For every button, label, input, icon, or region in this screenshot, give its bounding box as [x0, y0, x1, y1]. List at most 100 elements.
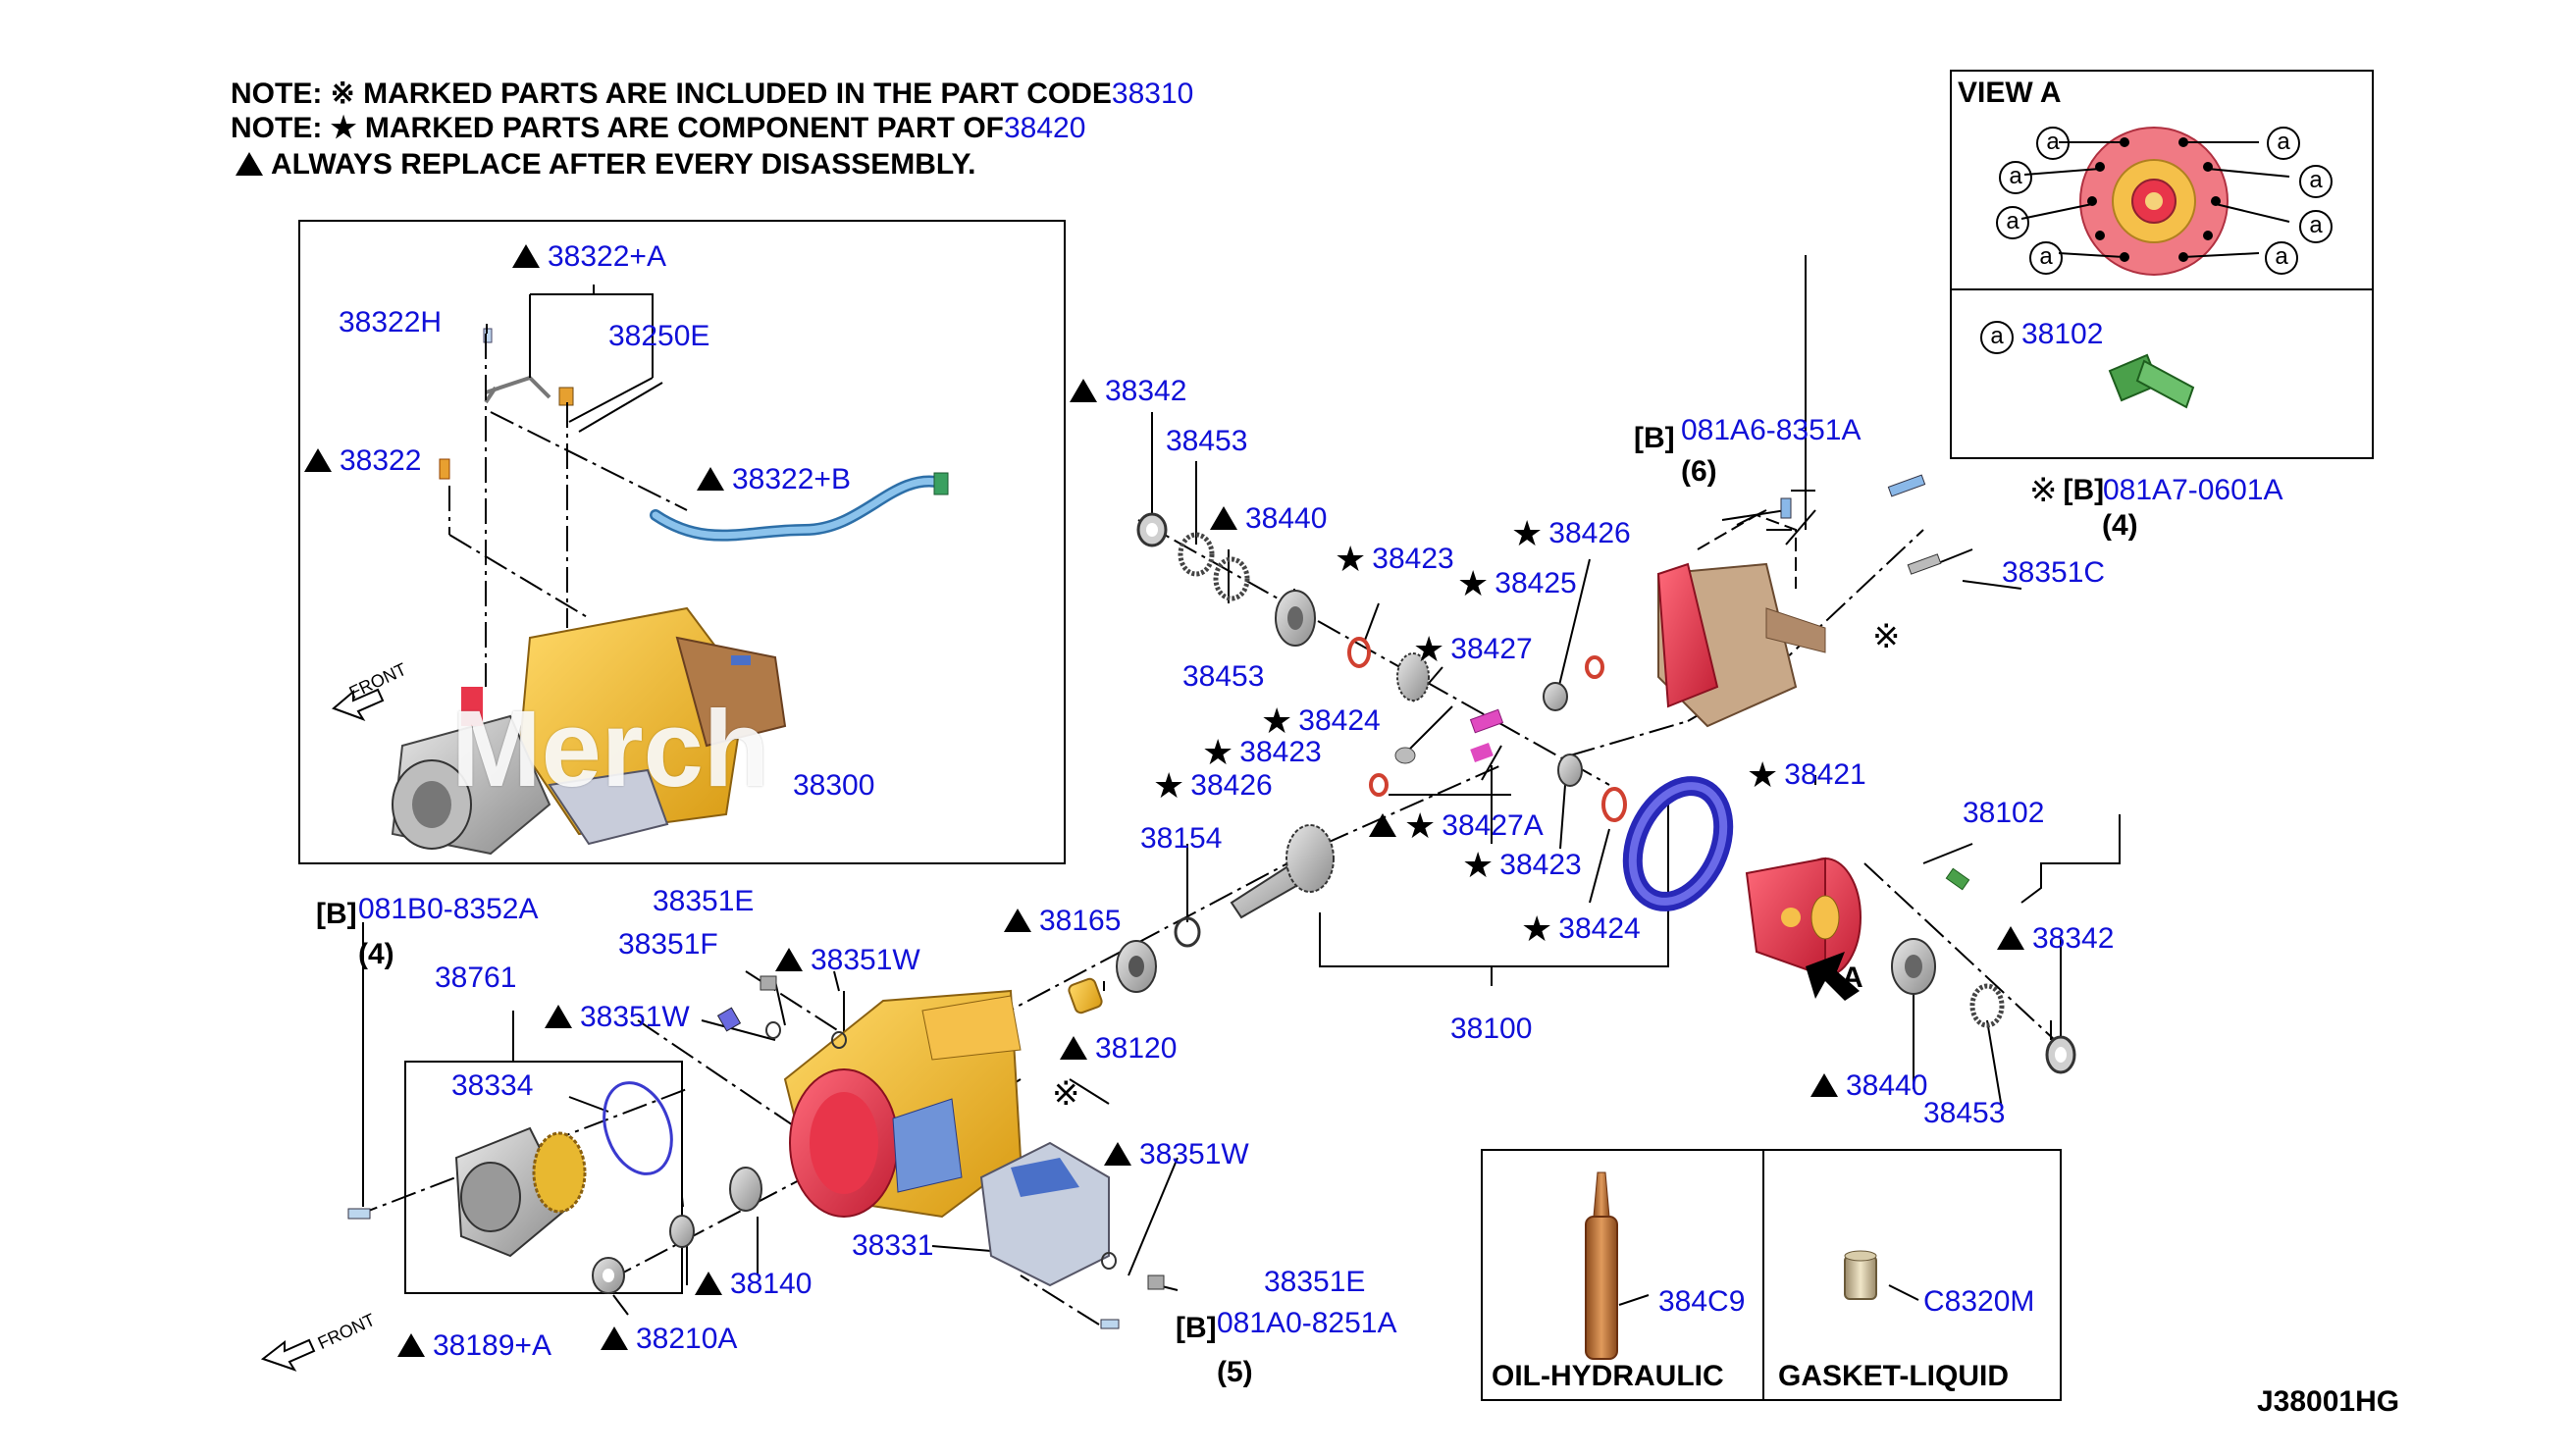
seal-38189A: [592, 1257, 625, 1294]
label-38351W-upper[interactable]: 38351W: [775, 944, 920, 977]
shim-38453-upper-a: [1178, 532, 1215, 577]
label-38342-upper[interactable]: 38342: [1070, 375, 1186, 408]
label-081B0-bracket: [B]: [316, 898, 357, 930]
view-a-pointer-label: A: [1842, 962, 1863, 994]
label-38425[interactable]: ★38425: [1457, 563, 1577, 603]
label-38421[interactable]: ★38421: [1747, 754, 1866, 795]
label-081A7-bracket: ※[B]: [2029, 472, 2105, 509]
label-C8320M[interactable]: C8320M: [1923, 1285, 2035, 1318]
label-38351W-lower[interactable]: 38351W: [1104, 1138, 1249, 1171]
label-38322[interactable]: 38322: [304, 444, 421, 478]
view-a-legend-ref: a: [1980, 319, 2014, 354]
watermark: Merch: [451, 689, 769, 809]
bearing-38440-upper: [1275, 590, 1316, 647]
label-38427[interactable]: ★38427: [1413, 629, 1533, 669]
label-38440-lower[interactable]: 38440: [1810, 1069, 1927, 1103]
label-38210A[interactable]: 38210A: [601, 1323, 737, 1356]
view-a-ref-2: a: [2267, 125, 2300, 160]
note-line-3: ALWAYS REPLACE AFTER EVERY DISASSEMBLY.: [236, 147, 976, 182]
view-a-title: VIEW A: [1958, 77, 2062, 109]
label-38334[interactable]: 38334: [451, 1069, 534, 1102]
shaft-38427: [1469, 708, 1504, 734]
note-1-code[interactable]: 38310: [1111, 78, 1194, 110]
view-a-box: [1950, 70, 2374, 459]
label-38351C[interactable]: 38351C: [2002, 556, 2106, 589]
label-38140[interactable]: 38140: [695, 1268, 812, 1301]
label-38423-upper[interactable]: ★38423: [1335, 539, 1454, 579]
plug-38351F: [716, 1007, 742, 1032]
label-38453-upper-b[interactable]: 38453: [1182, 660, 1265, 693]
bolt-081B0: [347, 1208, 371, 1220]
label-081A6[interactable]: 081A6-8351A: [1681, 414, 1862, 446]
label-38351E-upper[interactable]: 38351E: [653, 885, 755, 917]
gasket-38351W-b: [831, 1031, 847, 1049]
label-384C9[interactable]: 384C9: [1658, 1285, 1746, 1318]
label-38423-mid[interactable]: ★38423: [1202, 732, 1322, 772]
stud-38351C: [1907, 553, 1942, 575]
oring-38334: [603, 1081, 673, 1175]
label-38424-upper[interactable]: ★38424: [1261, 701, 1381, 741]
gear-38423-upper: [1396, 652, 1430, 702]
label-38427A[interactable]: ★38427A: [1369, 808, 1544, 844]
qty-4-lower: (4): [358, 938, 394, 970]
label-38761[interactable]: 38761: [435, 962, 517, 994]
label-38322A[interactable]: 38322+A: [512, 240, 666, 274]
label-38453-upper-a[interactable]: 38453: [1166, 425, 1248, 457]
view-a-legend-part[interactable]: 38102: [2021, 318, 2104, 350]
label-081A0[interactable]: 081A0-8251A: [1217, 1307, 1397, 1339]
breather-bracket: [484, 375, 551, 404]
label-38165[interactable]: 38165: [1004, 905, 1121, 938]
oil-bottle-384C9: [1585, 1171, 1618, 1360]
note-line-1: NOTE: ※ MARKED PARTS ARE INCLUDED IN THE…: [231, 77, 1193, 112]
label-081A7[interactable]: 081A7-0601A: [2103, 474, 2283, 506]
label-38423-lower[interactable]: ★38423: [1462, 845, 1582, 885]
label-38250E[interactable]: 38250E: [608, 320, 710, 352]
seal-38210A: [669, 1215, 695, 1248]
label-38189A[interactable]: 38189+A: [397, 1329, 551, 1363]
cover-38331: [979, 1141, 1110, 1287]
upper-left-inset-box: [298, 220, 1066, 864]
bearing-38440-lower: [1891, 938, 1936, 995]
pump-assembly-38761: [454, 1126, 587, 1258]
label-38426-lower[interactable]: ★38426: [1153, 765, 1273, 806]
gear-38425: [1543, 682, 1568, 711]
label-38154[interactable]: 38154: [1140, 822, 1223, 855]
view-a-arrow: [1806, 952, 1860, 1001]
gasket-tube-C8320M: [1844, 1250, 1877, 1300]
view-a-ref-6: a: [2299, 208, 2333, 243]
fluids-box: [1481, 1149, 2062, 1401]
label-38351E-lower[interactable]: 38351E: [1264, 1266, 1366, 1298]
label-38102[interactable]: 38102: [1963, 797, 2045, 829]
label-38351F[interactable]: 38351F: [618, 928, 718, 961]
view-a-ref-7: a: [2029, 239, 2063, 275]
breather-hose: [650, 472, 949, 542]
label-38453-lower[interactable]: 38453: [1923, 1097, 2006, 1129]
view-a-ref-5: a: [1996, 204, 2029, 239]
label-081B0[interactable]: 081B0-8352A: [358, 893, 539, 925]
label-38100[interactable]: 38100: [1450, 1013, 1533, 1045]
label-38322H[interactable]: 38322H: [339, 306, 443, 338]
label-38351W-mid[interactable]: 38351W: [545, 1001, 690, 1034]
label-38322B[interactable]: 38322+B: [697, 463, 851, 496]
included-mark-lower: ※: [1052, 1075, 1080, 1113]
label-38120[interactable]: 38120: [1060, 1032, 1177, 1066]
bearing-38120: [1116, 940, 1157, 993]
gasket-38351W-a: [765, 1021, 781, 1039]
label-38424-lower[interactable]: ★38424: [1521, 909, 1641, 949]
label-38426-upper[interactable]: ★38426: [1511, 513, 1631, 553]
label-38331[interactable]: 38331: [852, 1229, 934, 1262]
shim-38453-upper-b: [1213, 556, 1250, 601]
plug-38351E-upper: [760, 975, 777, 991]
view-a-ref-3: a: [1999, 159, 2032, 194]
label-38342-lower[interactable]: 38342: [1997, 922, 2114, 956]
bolt-081A0: [1100, 1319, 1120, 1329]
plug-38351E-lower: [1147, 1274, 1165, 1290]
front-arrow-upper: [332, 688, 385, 721]
bolt-38102-view: [2108, 353, 2195, 409]
note-2-code[interactable]: 38420: [1004, 112, 1086, 144]
part-38427A: [1470, 743, 1494, 762]
label-38440-upper[interactable]: 38440: [1210, 502, 1327, 536]
carrier-cover-38310: [1656, 509, 1826, 728]
label-38300[interactable]: 38300: [793, 769, 875, 802]
